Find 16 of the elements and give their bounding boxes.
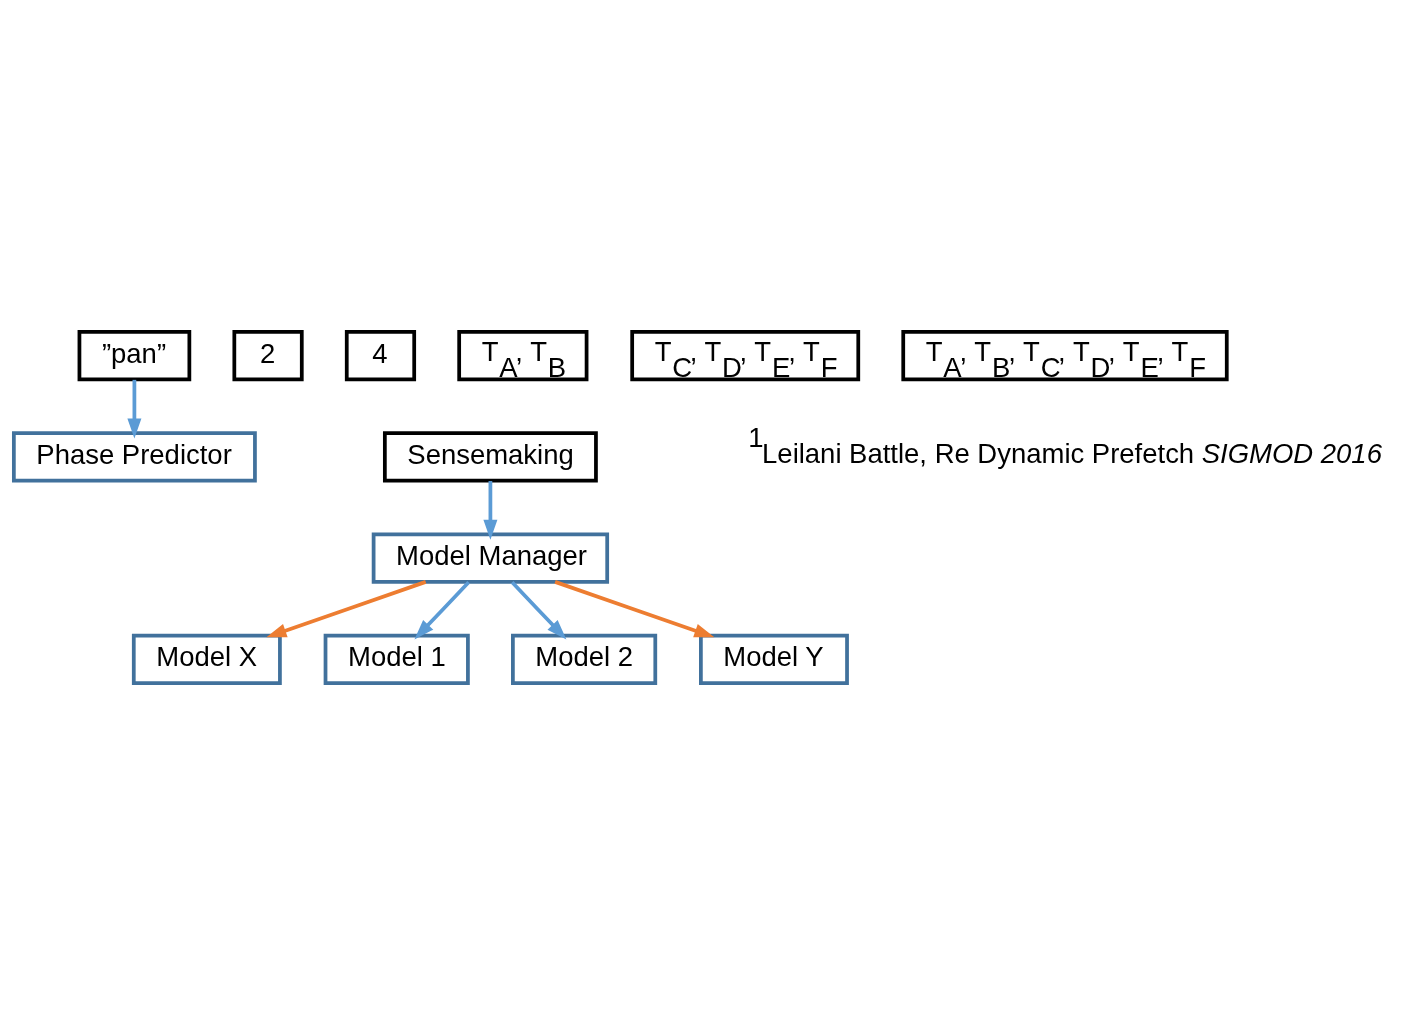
node-box: Model 2 bbox=[511, 633, 658, 685]
arrow bbox=[127, 379, 142, 439]
node-box: Model X bbox=[131, 633, 282, 685]
node-box: Sensemaking bbox=[382, 431, 598, 483]
arrow bbox=[266, 580, 427, 638]
node-box: 4 bbox=[344, 330, 417, 382]
node-box: Model Manager bbox=[371, 532, 610, 584]
arrow bbox=[483, 481, 498, 540]
node-box: ”pan” bbox=[77, 330, 192, 382]
arrow bbox=[554, 580, 715, 638]
node-box: 2 bbox=[232, 330, 304, 382]
node-box: Phase Predictor bbox=[12, 431, 257, 483]
node-box: Model Y bbox=[699, 633, 849, 685]
node-box: Model 1 bbox=[323, 633, 470, 685]
arrow bbox=[510, 580, 567, 640]
arrow bbox=[414, 580, 471, 640]
